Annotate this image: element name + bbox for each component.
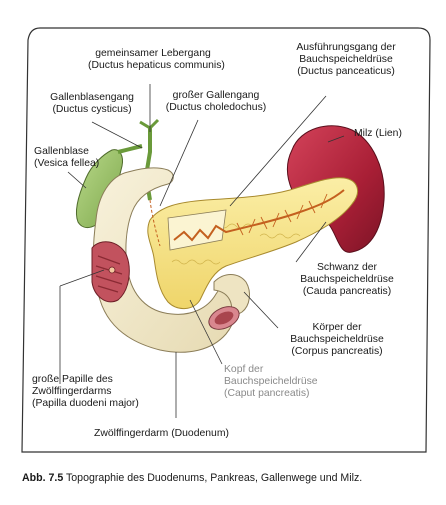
figure-caption-text: Topographie des Duodenums, Pankreas, Gal… (65, 472, 363, 484)
label-ductus-hepaticus: gemeinsamer Lebergang (Ductus hepaticus … (88, 48, 225, 72)
label-cauda-de1: Schwanz der (316, 262, 378, 273)
label-ductus-hepaticus-lat: (Ductus hepaticus communis) (88, 60, 225, 72)
label-corpus-de1: Körper der (312, 322, 362, 333)
label-corpus-de2: Bauchspeicheldrüse (290, 334, 384, 346)
label-ductus-pancreaticus: Ausführungsgang der Bauchspeicheldrüse (… (284, 42, 408, 79)
label-gallenblase: Gallenblase (Vesica fellea) (34, 146, 99, 170)
label-papilla: große Papille des Zwölffingerdarms (Papi… (32, 374, 139, 411)
pancreas-cut-window (167, 209, 227, 251)
label-caput-lat: (Caput pancreatis) (224, 388, 310, 400)
label-milz: Milz (Lien) (354, 128, 402, 140)
label-milz-de: Milz (Lien) (354, 128, 402, 139)
label-caput-de2: Bauchspeicheldrüse (224, 376, 318, 388)
label-gallenblase-lat: (Vesica fellea) (34, 158, 100, 170)
label-ductus-hepaticus-de: gemeinsamer Lebergang (95, 48, 211, 59)
label-duodenum-de: Zwölffingerdarm (Duodenum) (94, 428, 229, 439)
pancreatic-duct (173, 189, 345, 242)
label-caput: Kopf der Bauchspeicheldrüse (Caput pancr… (224, 364, 318, 401)
cystic-duct (117, 144, 143, 154)
label-ductus-cysticus-lat: (Ductus cysticus) (52, 104, 132, 116)
label-ductus-choledochus-lat: (Ductus choledochus) (165, 102, 267, 114)
label-ductus-choledochus-de: großer Gallengang (172, 90, 260, 101)
figure-number: Abb. 7.5 (22, 472, 64, 484)
label-ductus-choledochus: großer Gallengang (Ductus choledochus) (158, 90, 274, 114)
label-papilla-de2: Zwölffingerdarms (32, 386, 112, 398)
label-ductus-pancreaticus-lat: (Ductus panceaticus) (297, 66, 395, 78)
label-ductus-cysticus-de: Gallenblasengang (50, 92, 134, 103)
leader-lines (59, 84, 345, 418)
label-gallenblase-de: Gallenblase (34, 146, 89, 157)
figure-caption: Abb. 7.5 Topographie des Duodenums, Pank… (22, 472, 362, 484)
label-papilla-de1: große Papille des (32, 374, 113, 385)
label-cauda-lat: (Cauda pancreatis) (302, 286, 392, 298)
label-cauda: Schwanz der Bauchspeicheldrüse (Cauda pa… (290, 262, 404, 299)
label-papilla-lat: (Papilla duodeni major) (32, 398, 139, 410)
label-ductus-cysticus: Gallenblasengang (Ductus cysticus) (40, 92, 144, 116)
label-corpus: Körper der Bauchspeicheldrüse (Corpus pa… (278, 322, 396, 359)
label-ductus-pancreaticus-de2: Bauchspeicheldrüse (299, 54, 393, 66)
label-corpus-lat: (Corpus pancreatis) (291, 346, 383, 358)
label-caput-de1: Kopf der (224, 364, 264, 375)
label-duodenum: Zwölffingerdarm (Duodenum) (94, 428, 229, 440)
figure-frame (21, 27, 431, 453)
papilla-major (108, 266, 116, 274)
gallbladder-organ (75, 149, 123, 229)
label-ductus-pancreaticus-de1: Ausführungsgang der (296, 42, 396, 53)
label-cauda-de2: Bauchspeicheldrüse (300, 274, 394, 286)
